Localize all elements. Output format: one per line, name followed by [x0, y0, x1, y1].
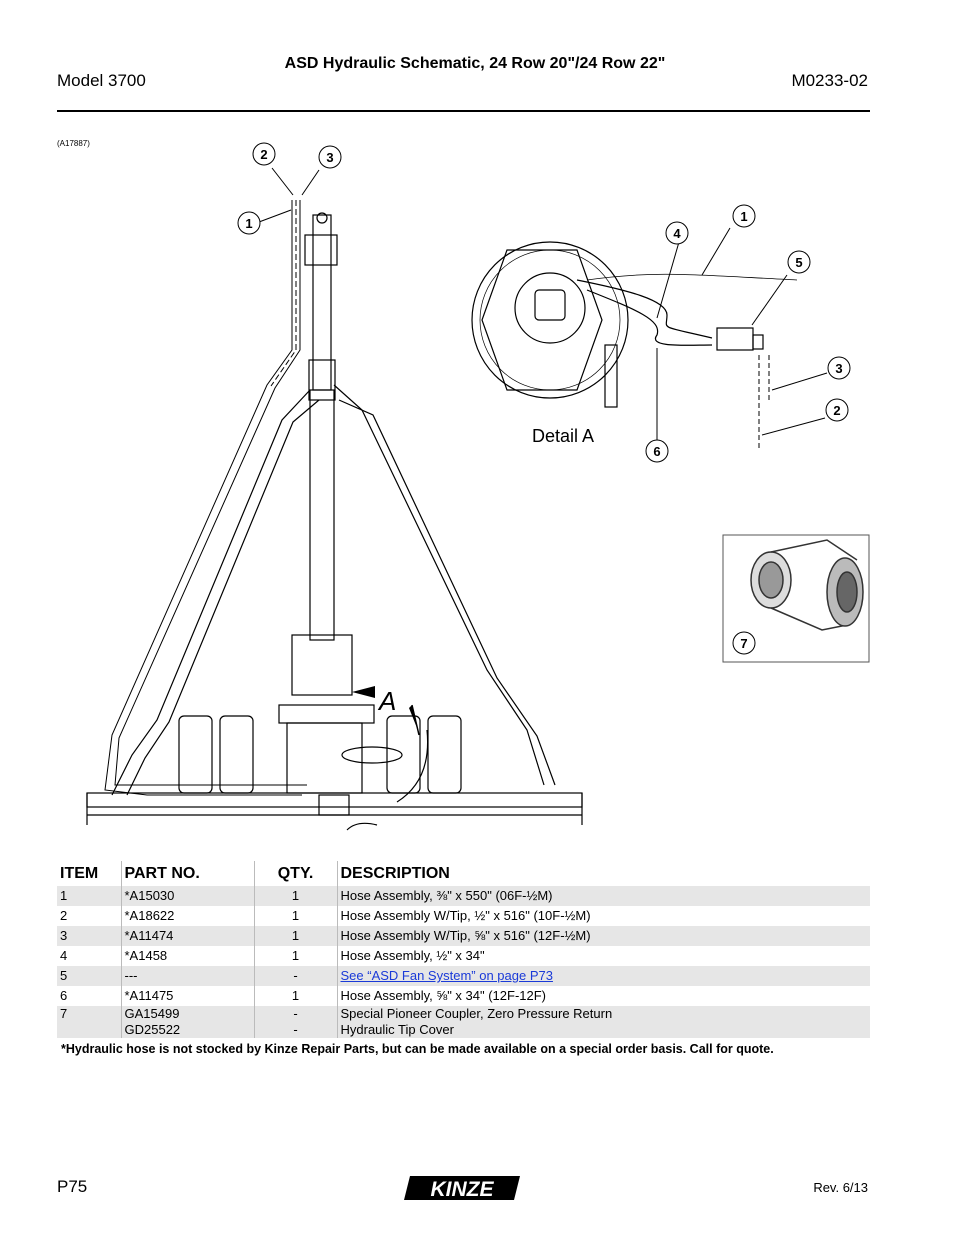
svg-text:4: 4	[673, 226, 681, 241]
page-number: P75	[57, 1177, 88, 1196]
table-row: 2 *A18622 1 Hose Assembly W/Tip, ½" x 51…	[57, 906, 870, 926]
parts-table: ITEM PART NO. QTY. DESCRIPTION 1 *A15030…	[57, 861, 870, 1038]
hydraulic-schematic-drawing: A Detail A	[86, 167, 828, 831]
col-qty: QTY.	[253, 861, 337, 886]
asd-fan-system-link[interactable]: See “ASD Fan System” on page P73	[340, 968, 553, 983]
callout-main-2: 2	[252, 142, 276, 166]
document-number: M0233-02	[791, 71, 868, 90]
footnote: *Hydraulic hose is not stocked by Kinze …	[61, 1042, 774, 1056]
kinze-logo: KINZE	[404, 1176, 520, 1201]
svg-text:2: 2	[260, 147, 267, 162]
svg-text:KINZE: KINZE	[431, 1178, 495, 1201]
header-divider	[57, 110, 870, 112]
figure-id: (A17887)	[57, 139, 90, 148]
table-row: 1 *A15030 1 Hose Assembly, ⅜" x 550" (06…	[57, 886, 870, 906]
callout-main-3: 3	[318, 145, 342, 169]
svg-text:3: 3	[835, 361, 842, 376]
page-title: ASD Hydraulic Schematic, 24 Row 20"/24 R…	[284, 55, 666, 72]
svg-text:2: 2	[833, 403, 840, 418]
table-row: 5 --- - See “ASD Fan System” on page P73	[57, 966, 870, 986]
coupler-inset: 7	[722, 534, 870, 663]
svg-text:1: 1	[740, 209, 747, 224]
table-row: 4 *A1458 1 Hose Assembly, ½" x 34"	[57, 946, 870, 966]
callout-detail-5: 5	[787, 250, 811, 274]
col-part-no: PART NO.	[120, 861, 254, 886]
col-item: ITEM	[60, 865, 99, 882]
table-row: 3 *A11474 1 Hose Assembly W/Tip, ⅝" x 51…	[57, 926, 870, 946]
model-label: Model 3700	[57, 71, 146, 90]
svg-text:3: 3	[326, 150, 333, 165]
svg-text:5: 5	[795, 255, 802, 270]
parts-table-header: ITEM PART NO. QTY. DESCRIPTION	[57, 861, 870, 886]
svg-text:6: 6	[653, 444, 660, 459]
detail-a-label: Detail A	[532, 426, 594, 446]
callout-detail-6: 6	[645, 439, 669, 463]
col-description: DESCRIPTION	[336, 861, 870, 886]
svg-text:1: 1	[245, 216, 252, 231]
callout-detail-1: 1	[732, 204, 756, 228]
revision-label: Rev. 6/13	[813, 1180, 868, 1195]
view-letter: A	[377, 686, 396, 716]
callout-detail-2: 2	[825, 398, 849, 422]
callout-main-1: 1	[237, 211, 261, 235]
table-row: 6 *A11475 1 Hose Assembly, ⅝" x 34" (12F…	[57, 986, 870, 1006]
callout-detail-3: 3	[827, 356, 851, 380]
callout-inset-7: 7	[740, 636, 747, 651]
callout-detail-4: 4	[665, 221, 689, 245]
callout-layer: 2 3 1 1 4 5 3 2 6 7	[237, 142, 870, 663]
